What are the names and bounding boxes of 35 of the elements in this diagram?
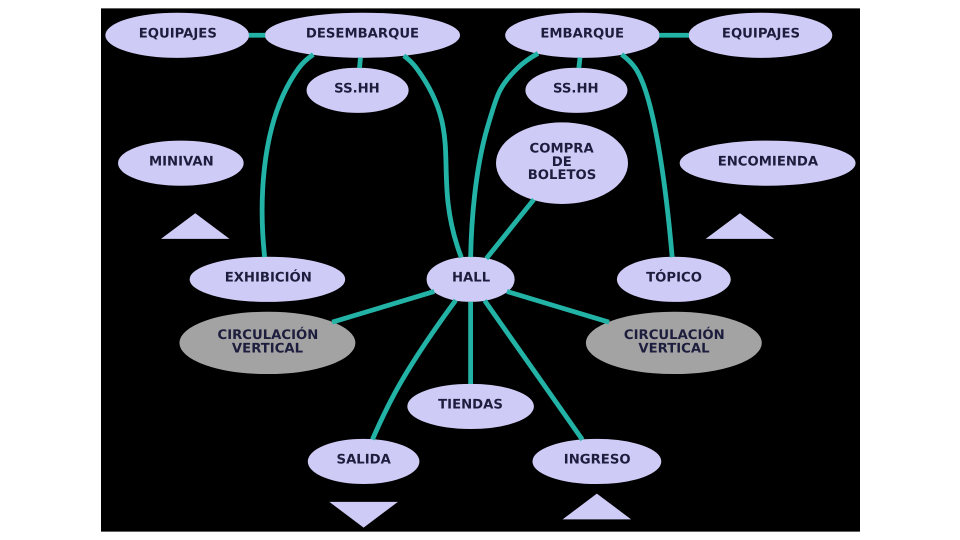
- connector: [658, 32, 688, 38]
- connector: [576, 57, 582, 68]
- connector: [468, 302, 473, 384]
- connector: [330, 289, 434, 324]
- node-triangle: [328, 502, 398, 528]
- connector: [259, 52, 314, 258]
- node-ellipse: SALIDA: [307, 438, 419, 484]
- node-ellipse: CIRCULACIÓN VERTICAL: [585, 312, 762, 374]
- node-ellipse: EMBARQUE: [504, 12, 660, 58]
- node-ellipse: TÓPICO: [616, 256, 730, 302]
- node-ellipse: SS.HH: [306, 68, 408, 113]
- node-triangle: [705, 213, 774, 239]
- node-triangle: [562, 494, 631, 520]
- connector: [482, 299, 584, 442]
- node-ellipse: HALL: [426, 256, 514, 302]
- node-ellipse: TIENDAS: [406, 384, 534, 429]
- node-ellipse: ENCOMIENDA: [679, 140, 856, 186]
- node-ellipse: MINIVAN: [118, 140, 244, 186]
- node-ellipse: INGRESO: [532, 438, 661, 484]
- connector: [356, 57, 362, 68]
- node-ellipse: EXHIBICIÓN: [189, 256, 345, 302]
- connector: [370, 298, 458, 440]
- node-ellipse: EQUIPAJES: [688, 12, 832, 58]
- node-ellipse: EQUIPAJES: [104, 12, 249, 58]
- connector: [484, 198, 536, 260]
- connector: [248, 32, 265, 38]
- node-triangle: [160, 213, 230, 239]
- node-ellipse: SS.HH: [524, 68, 627, 113]
- node-ellipse: COMPRA DE BOLETOS: [496, 122, 628, 204]
- connector: [506, 289, 610, 324]
- node-ellipse: CIRCULACIÓN VERTICAL: [178, 312, 355, 374]
- connector: [402, 54, 464, 258]
- connector: [468, 51, 539, 258]
- connector: [620, 52, 674, 258]
- node-ellipse: DESEMBARQUE: [264, 12, 460, 58]
